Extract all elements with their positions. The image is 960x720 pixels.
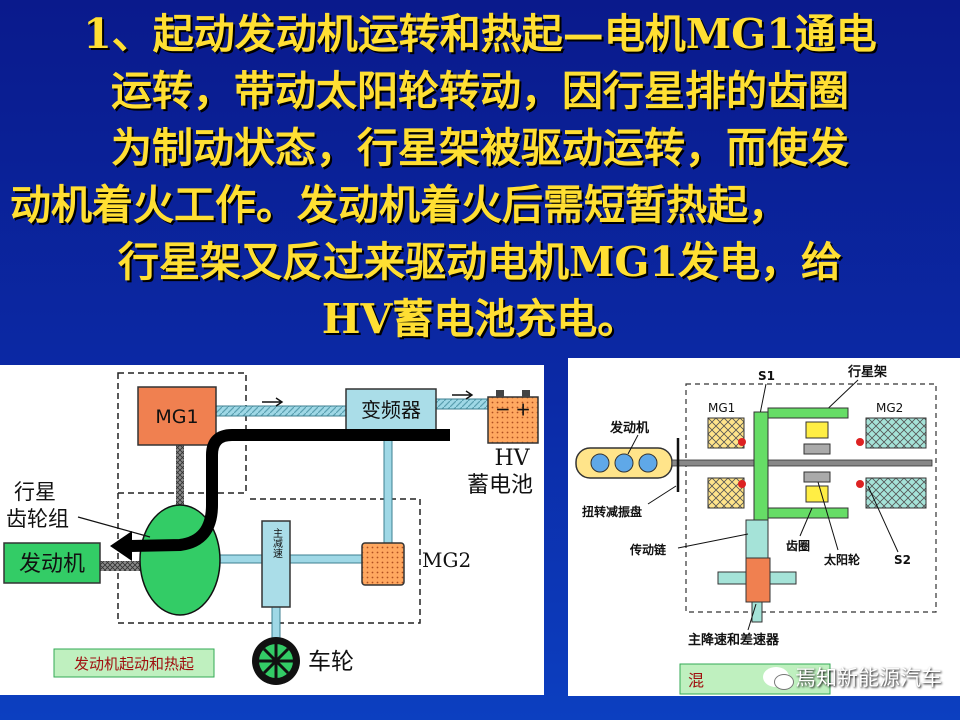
power-flow-svg: MG1 变频器 － ＋ HV 蓄电池 行星 齿轮组 发动机 主减速 MG2 — [3, 372, 539, 685]
battery-label-hv: HV — [494, 446, 530, 471]
mg2-box — [361, 542, 405, 586]
battery-label-name: 蓄电池 — [467, 473, 533, 498]
s1-label: S1 — [758, 369, 775, 383]
pinion-gear-bottom — [805, 485, 829, 503]
planetary-label-2: 齿轮组 — [6, 507, 69, 531]
gear-train-svg: S1 行星架 发动机 扭转减振盘 MG1 传动链 齿圈 — [575, 364, 937, 695]
ring-gear-label: 齿圈 — [786, 538, 810, 553]
sun-gear-leader — [817, 481, 839, 551]
mg2-stator-bottom — [865, 477, 927, 509]
mg1-label: MG1 — [155, 406, 198, 428]
engine-cylinder — [590, 453, 610, 473]
pinion-gear-top — [805, 421, 829, 439]
inverter-label: 变频器 — [361, 398, 421, 422]
reducer-box — [261, 520, 291, 608]
final-drive-label: 主降速和差速器 — [688, 632, 780, 648]
title-line-1: 1、起动发动机运转和热起—电机MG1通电 — [83, 10, 877, 58]
damper-leader — [647, 485, 677, 505]
engine-box — [3, 542, 101, 584]
engine-leader — [627, 434, 639, 455]
transaxle-housing — [685, 383, 937, 613]
wechat-icon — [763, 667, 793, 689]
ring-gear-leader — [799, 507, 813, 537]
engine-cylinder — [638, 453, 658, 473]
watermark: 焉知新能源汽车 — [763, 664, 942, 690]
power-flow-diagram: MG1 变频器 － ＋ HV 蓄电池 行星 齿轮组 发动机 主减速 MG2 — [0, 365, 544, 695]
damper-label: 扭转减振盘 — [582, 504, 642, 519]
power-flow-arrowhead-icon — [110, 531, 132, 561]
caption-box — [53, 648, 215, 678]
title-line-5: 行星架又反过来驱动电机MG1发电，给 — [118, 238, 842, 286]
sensor-dot — [738, 480, 746, 488]
mg2-label: MG2 — [422, 548, 471, 572]
chain-leader — [677, 533, 749, 549]
battery-terminal-icon — [522, 390, 530, 397]
s2-leader — [867, 485, 899, 553]
wheel-spokes — [259, 644, 293, 678]
engine-label: 发动机 — [19, 552, 85, 577]
mg1-label: MG1 — [708, 401, 735, 415]
sun-gear-bottom — [803, 471, 831, 483]
title-line-3: 为制动状态，行星架被驱动运转，而使发 — [111, 124, 849, 172]
main-shaft — [671, 459, 933, 467]
sensor-dot — [738, 438, 746, 446]
sensor-dot — [856, 480, 864, 488]
battery-polarity: － ＋ — [495, 401, 530, 419]
title-line-6: HV蓄电池充电。 — [321, 295, 639, 343]
sun-gear-label: 太阳轮 — [824, 552, 861, 567]
planetary-leader-line — [77, 516, 151, 538]
power-flow-arrow — [129, 429, 450, 552]
engine-label: 发动机 — [609, 420, 649, 436]
ring-gear-top — [767, 407, 849, 419]
watermark-text: 焉知新能源汽车 — [795, 666, 942, 690]
mg1-stator-bottom — [707, 477, 745, 509]
battery-terminal-icon — [496, 390, 504, 397]
planetary-label-1: 行星 — [14, 480, 56, 504]
engine-shaft — [98, 561, 140, 571]
differential-box — [745, 557, 771, 603]
sun-gear-top — [803, 443, 831, 455]
inverter-battery-shaft — [435, 398, 489, 410]
mg1-stator-top — [707, 417, 745, 449]
caption-box — [679, 663, 831, 695]
title-line-4: 动机着火工作。发动机着火后需短暂热起， — [10, 181, 789, 229]
slide-title: 1、起动发动机运转和热起—电机MG1通电 运转，带动太阳轮转动，因行星排的齿圈 … — [10, 6, 950, 348]
reducer-mg2-shaft — [289, 554, 363, 564]
mg2-label: MG2 — [876, 401, 903, 415]
sensor-dot — [856, 438, 864, 446]
chain-label: 传动链 — [629, 542, 667, 557]
battery-icon — [487, 396, 539, 444]
flow-arrow-icon — [262, 397, 284, 407]
inverter-mg2-shaft — [383, 430, 393, 550]
mg1-box — [137, 386, 217, 446]
mg2-stator-top — [865, 417, 927, 449]
reducer-label: 主减速 — [271, 528, 283, 558]
wheel-label: 车轮 — [308, 649, 354, 675]
mg1-inverter-shaft — [213, 405, 347, 417]
drive-sprocket — [753, 411, 769, 521]
caption-label: 发动机起动和热起 — [74, 655, 194, 673]
caption-label: 混 — [688, 671, 704, 690]
engine-cylinder — [614, 453, 634, 473]
carrier-label: 行星架 — [847, 364, 887, 380]
title-line-2: 运转，带动太阳轮转动，因行星排的齿圈 — [111, 67, 849, 115]
inverter-box — [345, 388, 437, 432]
drive-enclosure — [117, 493, 421, 624]
flow-arrow-icon — [452, 390, 474, 400]
s2-label: S2 — [894, 553, 911, 567]
planetary-reducer-shaft — [217, 554, 263, 564]
gear-train-diagram: S1 行星架 发动机 扭转减振盘 MG1 传动链 齿圈 — [568, 358, 960, 696]
final-drive-leader — [747, 603, 757, 631]
